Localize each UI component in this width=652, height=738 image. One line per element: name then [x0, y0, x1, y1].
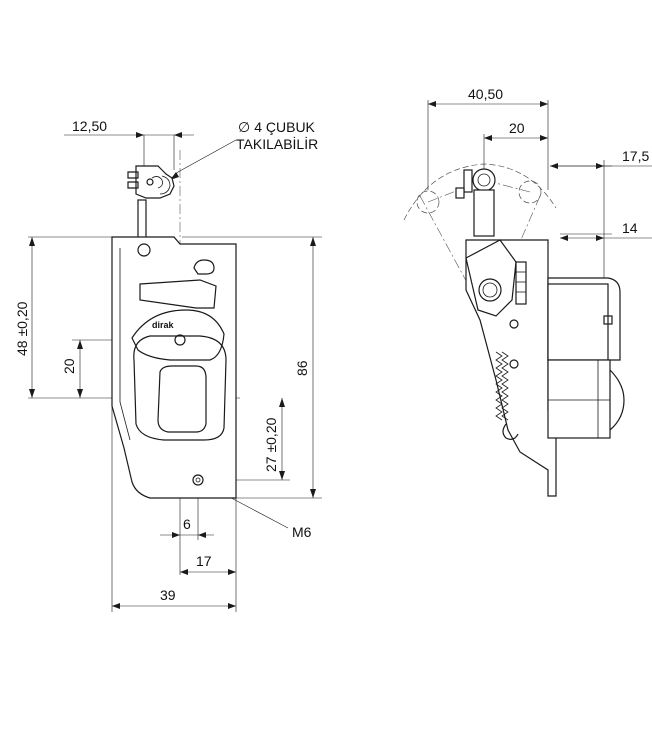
brand-logo: dirak: [152, 320, 175, 330]
dim-17: 17: [196, 553, 212, 569]
rod-note-line-2: TAKILABİLİR: [236, 135, 318, 152]
dim-20-side: 20: [509, 120, 525, 136]
dim-39: 39: [160, 587, 176, 603]
front-dimension-lines: [29, 132, 316, 609]
rod-note-line-1: 4 ÇUBUK: [254, 119, 315, 135]
dim-12-50: 12,50: [72, 118, 107, 134]
diameter-symbol: ∅: [238, 119, 250, 135]
side-view: 40,50 20 17,5 14: [403, 86, 652, 497]
dim-27: 27 ±0,20: [263, 417, 279, 472]
latch-body-side: [455, 168, 625, 497]
dim-14: 14: [622, 220, 638, 236]
dim-6: 6: [183, 516, 191, 532]
rod-clip: [127, 165, 175, 239]
dim-17-5: 17,5: [622, 148, 649, 164]
hole-label-m6: M6: [292, 524, 312, 540]
dim-48: 48 ±0,20: [14, 301, 30, 356]
latch-body-front: dirak: [111, 236, 237, 499]
svg-text:∅4 ÇUBUK: ∅4 ÇUBUK: [238, 119, 316, 135]
dim-86: 86: [294, 360, 310, 376]
front-view: dirak 12,50 ∅4 ÇUBUK TAKILABİLİR 48 ±0,2…: [14, 118, 322, 612]
side-dimension-lines: [428, 101, 652, 241]
dim-20-front: 20: [61, 358, 77, 374]
dim-40-50: 40,50: [468, 86, 503, 102]
